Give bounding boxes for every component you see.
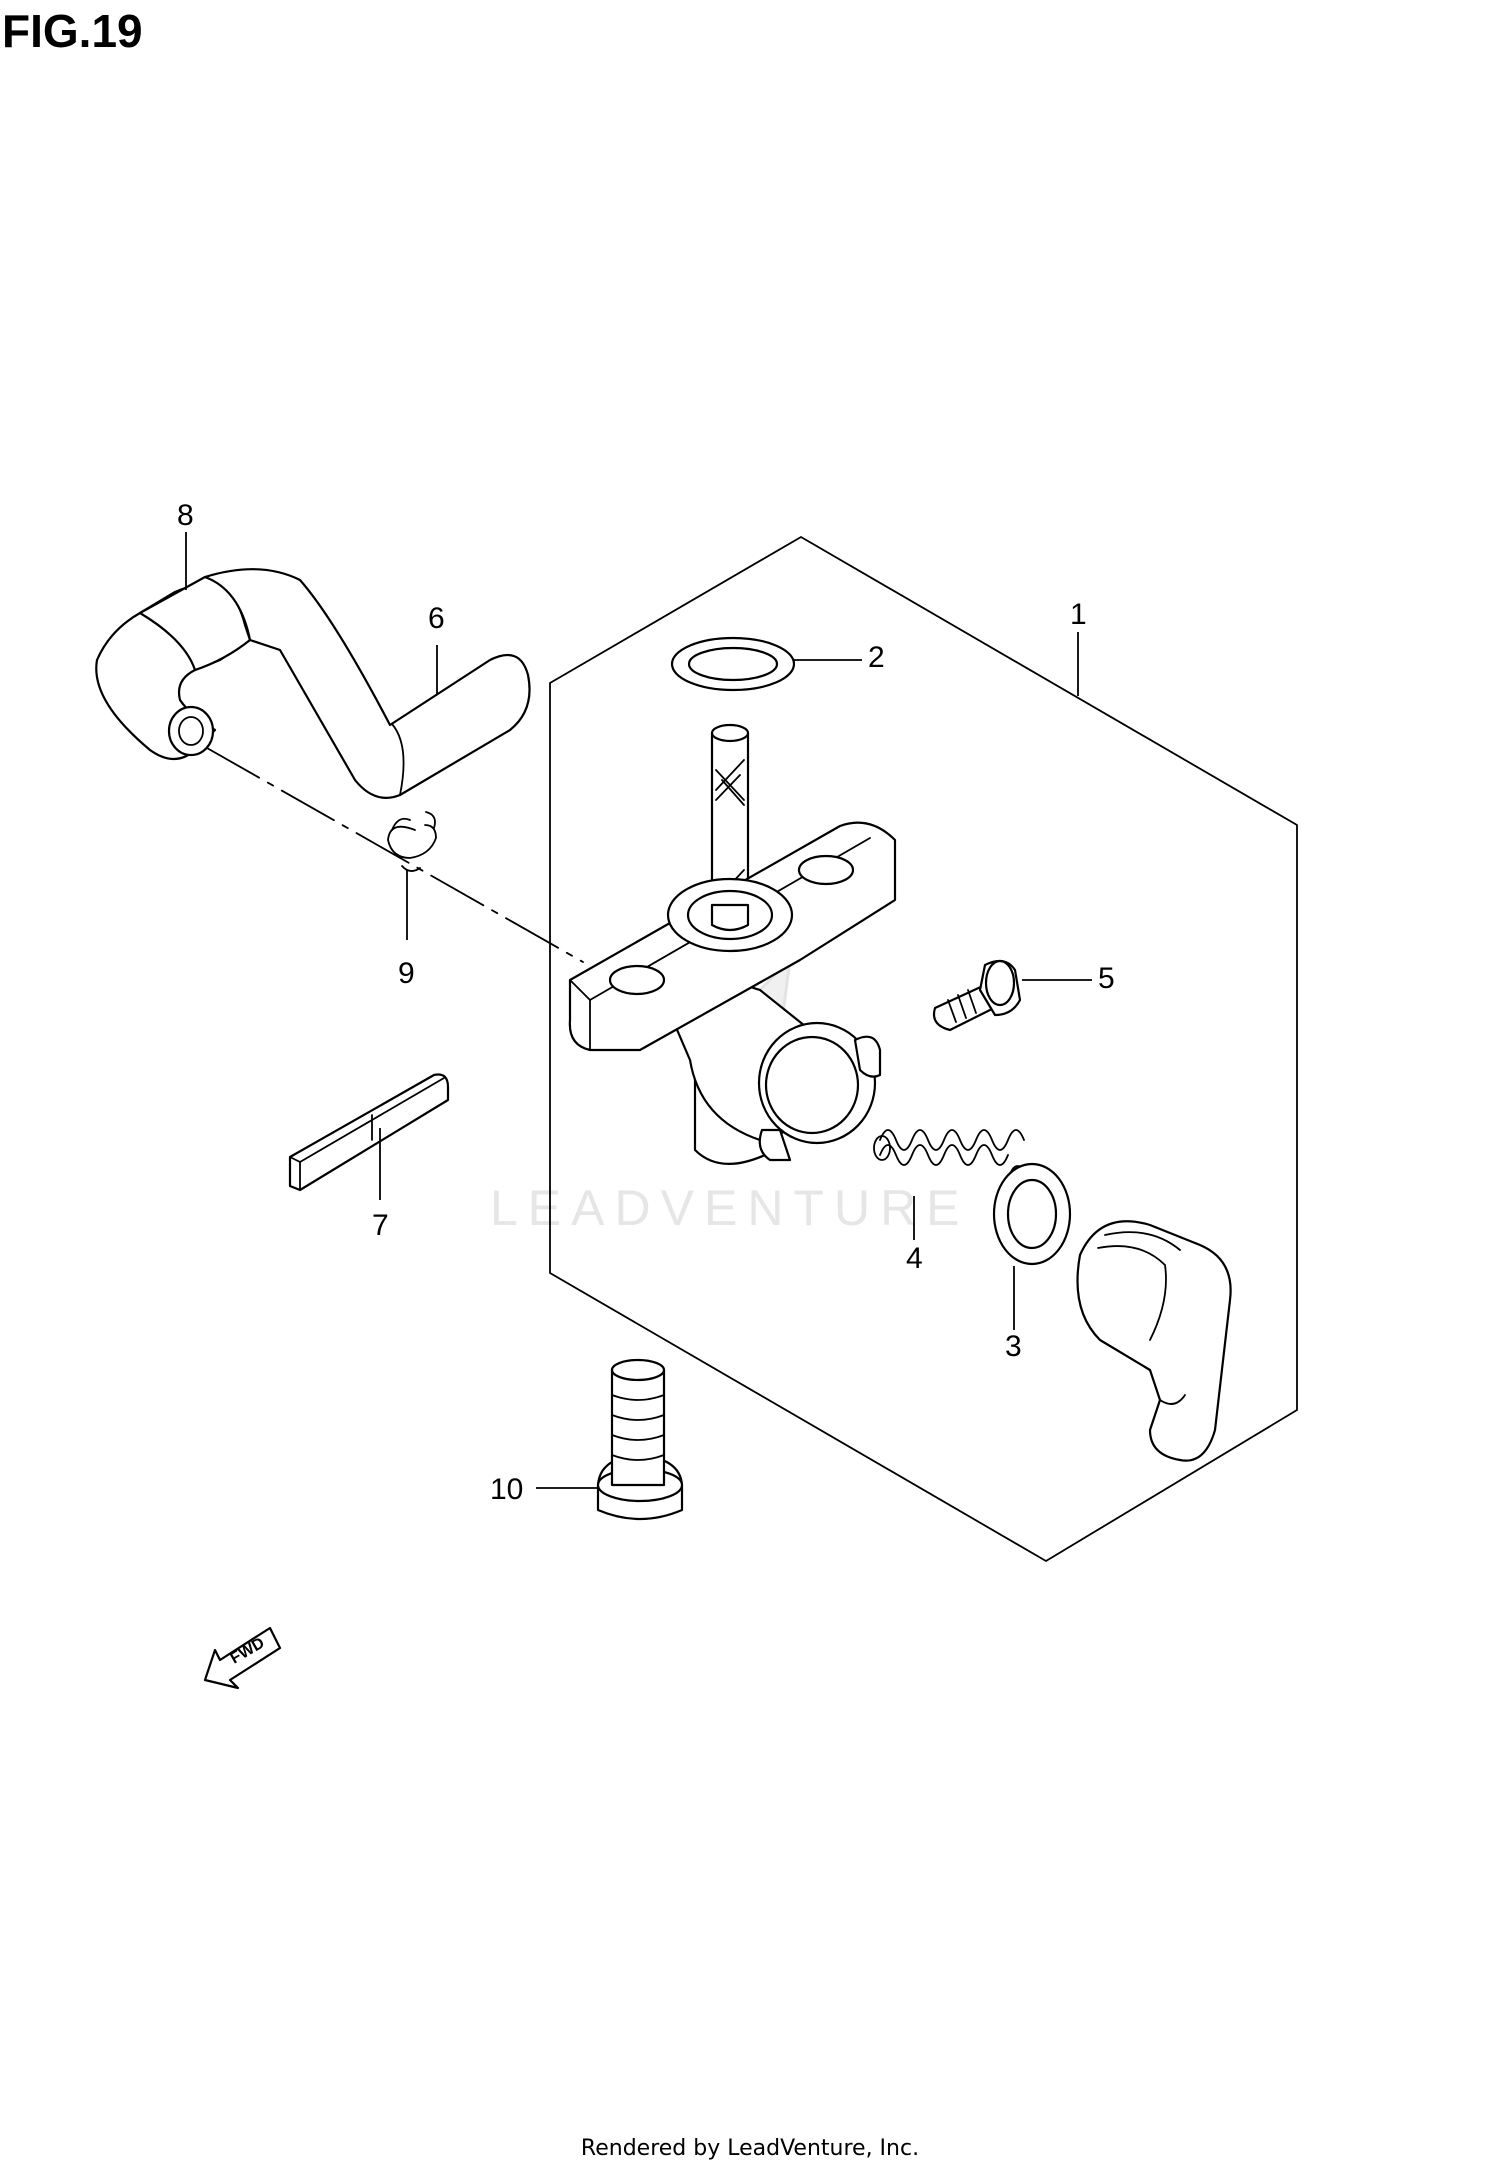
part-hose-elbow <box>95 575 252 761</box>
part-clip <box>387 811 437 872</box>
callout-3: 3 <box>1005 1330 1022 1363</box>
part-hose <box>203 568 531 799</box>
part-washer <box>992 1162 1072 1266</box>
callout-7: 7 <box>372 1209 389 1242</box>
callout-6: 6 <box>428 602 445 635</box>
part-screw <box>932 959 1022 1032</box>
callout-1: 1 <box>1070 598 1087 631</box>
callout-9: 9 <box>398 957 415 990</box>
callout-4: 4 <box>906 1242 923 1275</box>
part-lever <box>1076 1220 1232 1462</box>
callout-5: 5 <box>1098 962 1115 995</box>
part-bolt <box>596 1358 684 1521</box>
part-fuel-cock-body <box>568 821 897 1165</box>
footer-credit: Rendered by LeadVenture, Inc. <box>580 2136 920 2161</box>
assembly-outline <box>549 536 1298 1562</box>
fwd-arrow-icon: FWD <box>203 1626 282 1690</box>
part-pin <box>288 1073 450 1192</box>
figure-title: FIG.19 <box>2 5 143 57</box>
callout-8: 8 <box>177 499 194 532</box>
callout-10: 10 <box>490 1473 523 1506</box>
part-oring <box>670 636 796 692</box>
callout-2: 2 <box>868 641 885 674</box>
watermark-text: LEADVENTURE <box>490 1180 970 1236</box>
